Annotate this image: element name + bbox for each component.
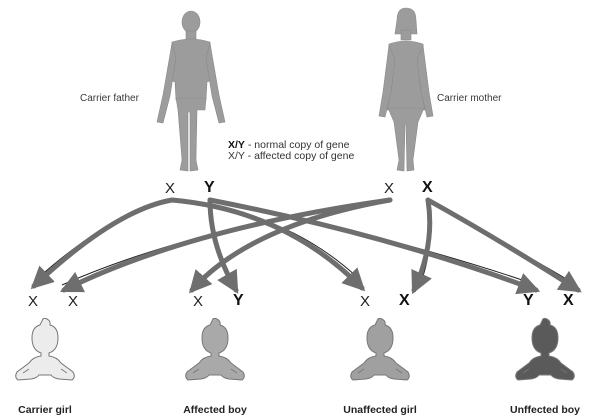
unaffected-girl-allele-1: X	[360, 293, 370, 310]
baby-body	[186, 318, 245, 380]
mother-allele-x-bold: X	[422, 179, 433, 197]
legend-affected-row: X/Y - affected copy of gene	[228, 151, 354, 162]
baby-silhouette-icon	[516, 318, 575, 380]
woman-silhouette-icon	[379, 8, 433, 171]
unaffected-boy-allele-1: Y	[523, 292, 534, 310]
legend: X/Y - normal copy of gene X/Y - affected…	[228, 140, 354, 162]
carrier-girl-label: Carrier girl	[18, 404, 72, 416]
affected-boy-allele-1: X	[193, 293, 203, 310]
arrow-mother-bold-x-to-unaffected-girl	[414, 200, 430, 290]
arrow-father-y-to-unaffected-boy	[210, 200, 536, 290]
affected-boy-allele-2: Y	[233, 292, 244, 310]
baby-body	[16, 318, 75, 380]
man-silhouette-icon	[157, 11, 225, 171]
father-allele-y: Y	[204, 179, 215, 197]
mother-label: Carrier mother	[437, 93, 501, 104]
arrow-father-y-to-affected-boy	[210, 200, 236, 290]
baby-silhouette-icon	[16, 318, 75, 380]
unaffected-girl-allele-2: X	[399, 292, 410, 310]
affected-boy-label: Affected boy	[183, 404, 247, 416]
carrier-girl-allele-2: X	[68, 293, 78, 310]
baby-body	[351, 318, 410, 380]
baby-body	[516, 318, 575, 380]
baby-silhouette-icon	[351, 318, 410, 380]
carrier-girl-allele-1: X	[28, 293, 38, 310]
unaffected-boy-allele-2: X	[563, 292, 574, 310]
arrow-mother-x-to-affected-boy	[192, 200, 390, 290]
baby-silhouette-icon	[186, 318, 245, 380]
father-allele-x: X	[165, 180, 175, 197]
father-label: Carrier father	[80, 93, 139, 104]
unaffected-boy-label: Unffected boy	[510, 404, 580, 416]
mother-allele-x: X	[384, 180, 394, 197]
inheritance-arrows	[34, 200, 578, 290]
unaffected-girl-label: Unaffected girl	[343, 404, 417, 416]
